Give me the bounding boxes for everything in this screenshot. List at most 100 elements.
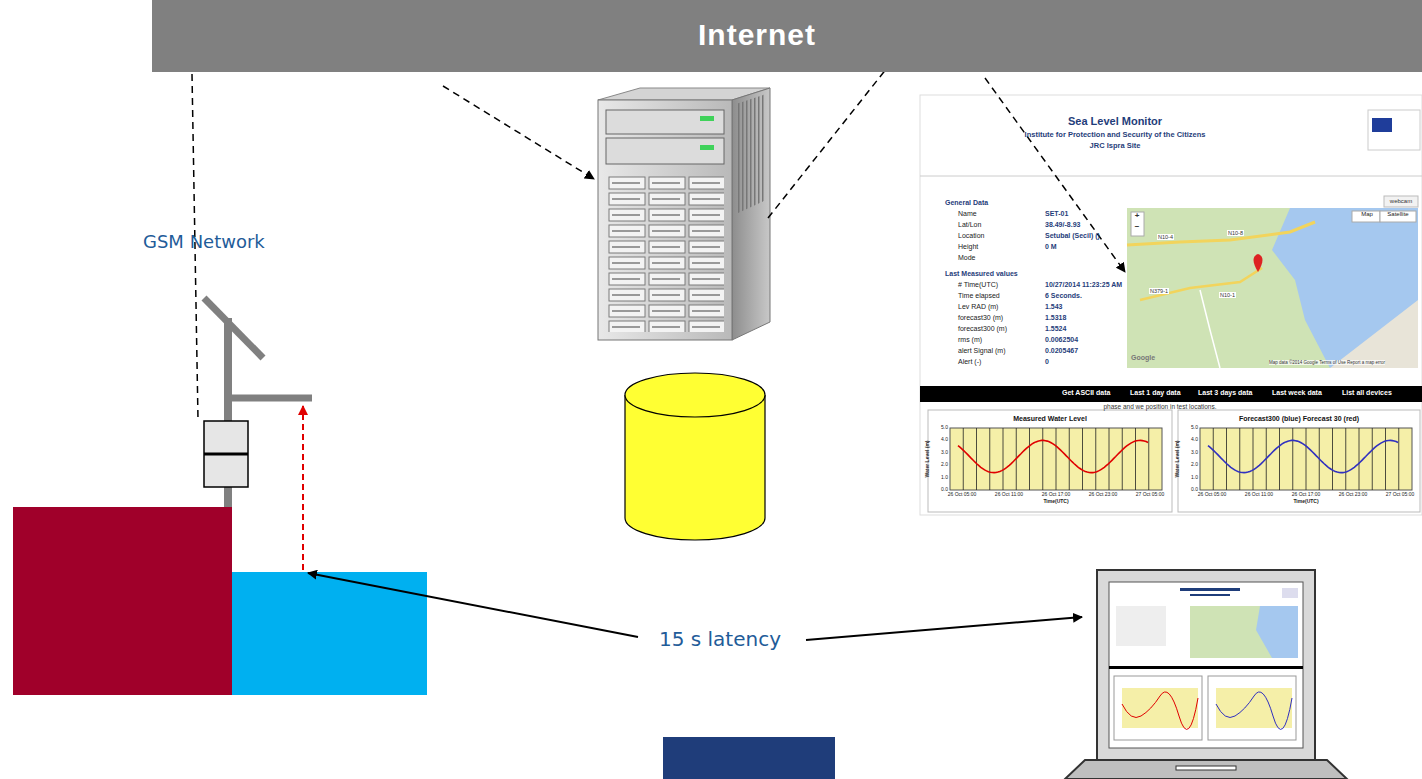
axis-label: 3.0 [1191, 450, 1198, 456]
grid-line [1239, 428, 1240, 490]
page-text: List all devices [1342, 389, 1392, 397]
axis-label: 0.0 [1191, 487, 1198, 493]
map-panel: MapSatellite+−N10-4N10-8N379-1N10-1Googl… [1127, 208, 1418, 368]
server-side [732, 88, 770, 340]
page-text: Forecast300 (blue) Forecast 30 (red) [1239, 415, 1359, 423]
map-text: + [1135, 211, 1140, 220]
axis-label: 3.0 [941, 450, 948, 456]
server-unit [606, 110, 724, 134]
grid-line [1253, 428, 1254, 490]
map-text: Map [1361, 211, 1373, 218]
axis-label: 26 Oct 17:00 [1292, 492, 1321, 498]
page-text: 38.49/-8.93 [1045, 221, 1080, 229]
grid-line [1332, 428, 1333, 490]
axis-label: 2.0 [941, 462, 948, 468]
page-text: 6 Seconds. [1045, 292, 1082, 300]
axis-label: 0.0 [941, 487, 948, 493]
network-label: Internet [698, 18, 816, 53]
page-text: alert Signal (m) [958, 347, 1005, 355]
page-text: Last Measured values [945, 270, 1018, 278]
page-text: 10/27/2014 11:23:25 AM [1045, 281, 1122, 289]
link-bar [920, 386, 1422, 402]
axis-label: 2.0 [1191, 462, 1198, 468]
laptop-base [1065, 760, 1347, 779]
axis-label: 5.0 [1191, 425, 1198, 431]
page-text: phase and we position in test locations. [1103, 403, 1216, 410]
page-text: Time elapsed [958, 292, 1000, 300]
network-band: Internet [152, 0, 1422, 72]
grid-line [1029, 428, 1030, 490]
solar-panel [204, 298, 263, 358]
map-text: N379-1 [1149, 288, 1169, 294]
page-text: 1.5318 [1045, 314, 1066, 322]
page-rule [920, 176, 1422, 177]
axis-label: 5.0 [941, 425, 948, 431]
logger-box [204, 421, 248, 487]
water-level-curve [1208, 440, 1398, 472]
page-text: 0.0205467 [1045, 347, 1078, 355]
mini-chart [1114, 676, 1202, 740]
mini-curve [1216, 692, 1292, 730]
page-text: rms (m) [958, 336, 982, 344]
grid-line [1226, 428, 1227, 490]
webcam-button [1384, 196, 1418, 207]
page-text: 0 M [1045, 243, 1057, 251]
chart-plots [950, 428, 1412, 490]
eu-logo [1368, 110, 1420, 150]
grid-line [1279, 428, 1280, 490]
page-text: Last 1 day data [1130, 389, 1181, 397]
mini-chart [1208, 676, 1296, 740]
page-text: Height [958, 243, 978, 251]
quay-wall [13, 507, 232, 695]
grid-line [1003, 428, 1004, 490]
page-text: Lat/Lon [958, 221, 981, 229]
page-text: 0.0062504 [1045, 336, 1078, 344]
page-text: Last 3 days data [1198, 389, 1252, 397]
radar-beam [302, 406, 304, 570]
mini-title [1180, 588, 1240, 591]
map-ground [1127, 208, 1418, 368]
page-text: Alert (-) [958, 358, 981, 366]
diagram-label: 15 s latency [659, 628, 781, 651]
server-led [700, 145, 714, 150]
data-flow-arrow [985, 78, 1125, 272]
latency-arrow [308, 573, 638, 637]
grid-line [1372, 428, 1373, 490]
eu-flag [1372, 118, 1392, 132]
page-text: SET-01 [1045, 210, 1068, 218]
axis-label: 4.0 [1191, 437, 1198, 443]
grid-line [1292, 428, 1293, 490]
grid-line [1213, 428, 1214, 490]
page-text: Get ASCII data [1062, 389, 1110, 397]
map-road [1200, 290, 1220, 368]
laptop-screen [1097, 570, 1315, 760]
logger-seam [204, 453, 248, 456]
grid-line [1385, 428, 1386, 490]
drive-bays [608, 176, 724, 332]
grid-line [963, 428, 964, 490]
page-text: # Time(UTC) [958, 281, 998, 289]
zoom-control [1131, 212, 1144, 236]
grid-line [1148, 428, 1149, 490]
grid-line [1042, 428, 1043, 490]
data-upload-arrow [443, 86, 594, 179]
page-text: forecast300 (m) [958, 325, 1007, 333]
map-button [1380, 211, 1416, 222]
diagram-label: GSM Network [143, 232, 265, 253]
axis-label: Time(UTC) [1043, 499, 1068, 505]
axis-label: 27 Oct 05:00 [1136, 492, 1165, 498]
map-text: Satellite [1387, 211, 1408, 218]
page-text: 0 [1045, 358, 1049, 366]
latency-arrow [806, 617, 1082, 640]
database-top [625, 373, 765, 417]
axis-label: 26 Oct 11:00 [995, 492, 1023, 498]
map-text: N10-4 [1157, 234, 1174, 240]
axis-label: 4.0 [941, 437, 948, 443]
page-text: Setubal (Secil) () [1045, 232, 1100, 240]
page-text: webcam [1390, 198, 1412, 205]
axis-label: 1.0 [1191, 475, 1198, 481]
axis-label: Water Level (m) [1175, 440, 1181, 477]
grid-line [1359, 428, 1360, 490]
mini-table [1116, 606, 1166, 646]
